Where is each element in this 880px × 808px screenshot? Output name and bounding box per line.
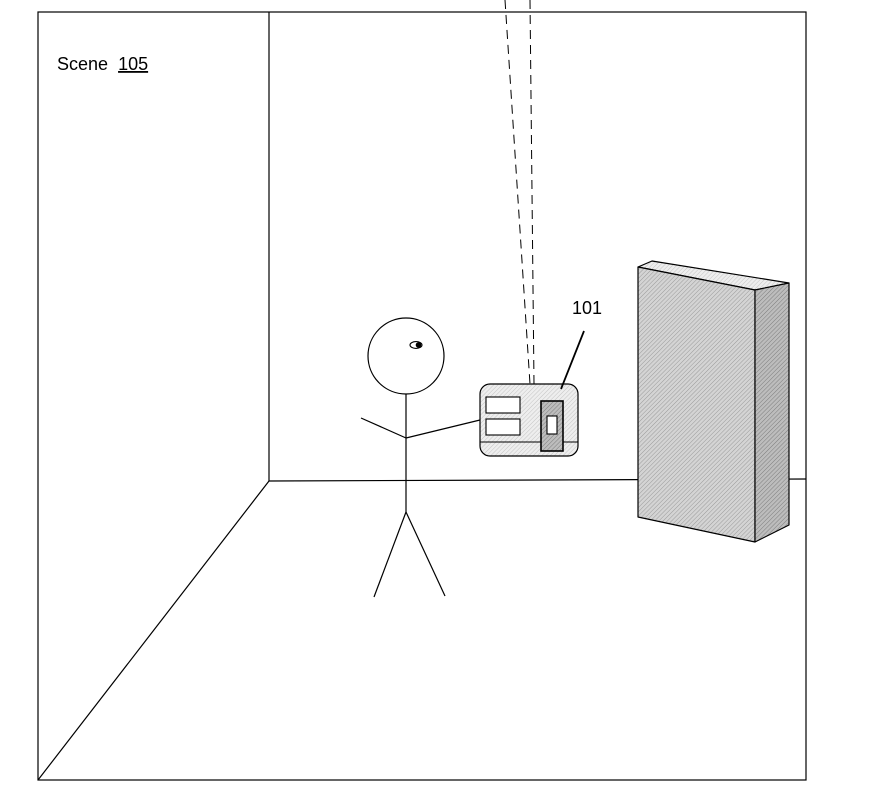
cabinet-front xyxy=(637,266,756,543)
person-arm-right xyxy=(405,419,481,439)
cabinet-side xyxy=(754,282,790,543)
person-arm-left xyxy=(360,417,407,439)
scene-frame xyxy=(37,11,807,781)
device-leader-line xyxy=(560,330,585,390)
scene-number: 105 xyxy=(118,54,148,74)
cabinet xyxy=(637,260,790,543)
person-leg-right xyxy=(405,511,446,597)
scene-label-text: Scene xyxy=(57,54,108,74)
projection-beam xyxy=(504,0,535,385)
scene-label: Scene 105 xyxy=(57,54,148,74)
person-head xyxy=(367,317,445,395)
device-button-top xyxy=(485,396,521,414)
eye-icon xyxy=(409,341,423,349)
device-sensor-window xyxy=(546,415,558,435)
person xyxy=(360,317,481,598)
device-reference-label: 101 xyxy=(572,298,602,318)
person-leg-left xyxy=(373,511,407,598)
device-button-bottom xyxy=(485,418,521,436)
handheld-device xyxy=(479,383,579,457)
floor-left-edge xyxy=(37,480,270,781)
